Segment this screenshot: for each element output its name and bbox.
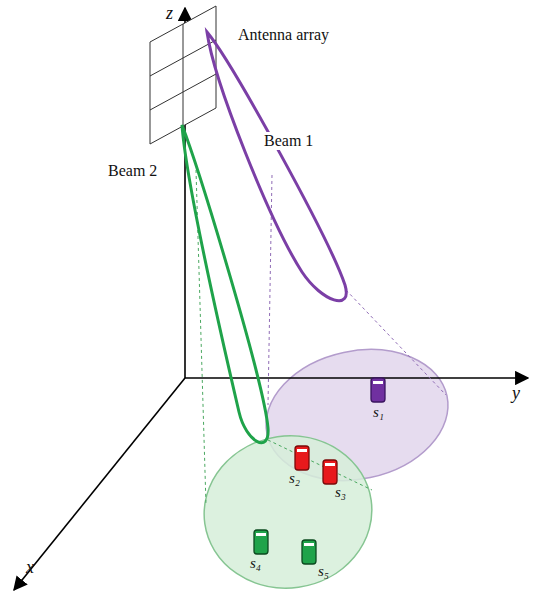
axis-label: y [512, 384, 520, 404]
axis-label: z [166, 4, 173, 24]
user-device [371, 378, 385, 402]
beam-lobe [182, 125, 268, 443]
user-device [254, 530, 268, 554]
beam-label: Beam 1 [262, 132, 315, 150]
y-axis [185, 377, 528, 379]
user-device [295, 446, 309, 470]
user-label: s₄ [250, 555, 261, 572]
user-device [302, 540, 316, 564]
component-label: Antenna array [236, 26, 331, 44]
beam-lobe [207, 32, 346, 301]
user-label: s₃ [335, 484, 346, 501]
user-device [323, 460, 337, 484]
axis-label: x [26, 558, 34, 578]
user-label: s₁ [373, 404, 384, 421]
x-axis [14, 378, 185, 590]
user-devices [254, 378, 385, 564]
beam-projection [196, 170, 446, 505]
antenna-array [150, 6, 216, 144]
beam-label: Beam 2 [106, 162, 159, 180]
user-label: s₅ [318, 563, 329, 580]
user-label: s₂ [289, 470, 300, 487]
coverage-area [194, 425, 382, 599]
